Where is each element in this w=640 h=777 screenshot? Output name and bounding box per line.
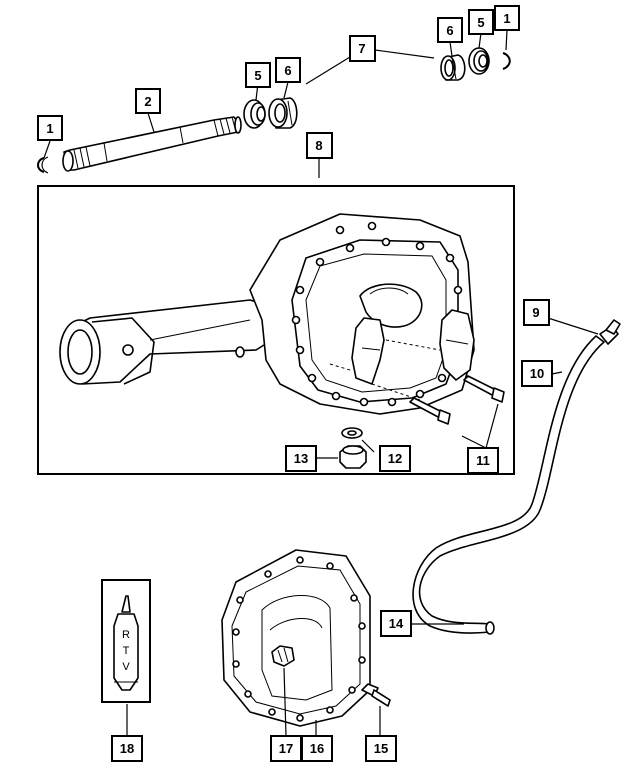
- rtv-letter-t: T: [123, 645, 130, 657]
- svg-text:6: 6: [284, 63, 291, 78]
- callout-6-left: 6: [275, 57, 301, 83]
- svg-text:14: 14: [389, 616, 404, 631]
- svg-text:5: 5: [477, 15, 484, 30]
- svg-text:1: 1: [46, 121, 53, 136]
- callout-1-left: 1: [37, 115, 63, 141]
- callout-5-left: 5: [245, 62, 271, 88]
- bearing-cap-bolt-2: [463, 375, 505, 403]
- callout-2: 2: [135, 88, 161, 114]
- fill-plug: [339, 445, 367, 469]
- svg-text:10: 10: [530, 366, 544, 381]
- fill-plug-washer: [341, 427, 363, 439]
- callout-9: 9: [523, 299, 550, 326]
- svg-text:13: 13: [294, 451, 308, 466]
- callout-5-right: 5: [468, 9, 494, 35]
- svg-text:7: 7: [358, 41, 365, 56]
- axle-bearing-left: [268, 97, 298, 129]
- axle-seal-right: [468, 47, 490, 75]
- svg-text:1: 1: [503, 11, 510, 26]
- callout-15: 15: [365, 735, 397, 762]
- rtv-letter-v: V: [122, 661, 130, 673]
- svg-text:2: 2: [144, 94, 151, 109]
- svg-text:18: 18: [120, 741, 134, 756]
- bearing-cap-bolt-1: [409, 397, 451, 425]
- callout-13: 13: [285, 445, 317, 472]
- callout-10: 10: [521, 360, 553, 387]
- svg-text:5: 5: [254, 68, 261, 83]
- cover-fill-plug: [271, 645, 295, 667]
- callout-8: 8: [306, 132, 333, 159]
- callout-6-right: 6: [437, 17, 463, 43]
- rtv-letter-r: R: [122, 629, 130, 641]
- callout-12: 12: [379, 445, 411, 472]
- snap-ring-right: [502, 52, 511, 70]
- snap-ring-left: [37, 156, 49, 174]
- differential-cover: [221, 549, 371, 727]
- callout-7: 7: [349, 35, 376, 62]
- axle-seal-left: [243, 99, 266, 129]
- rtv-sealant-tube: [113, 595, 139, 691]
- housing-frame: [37, 185, 515, 475]
- svg-text:12: 12: [388, 451, 402, 466]
- cover-bolt: [361, 683, 391, 707]
- vent-fitting: [599, 319, 621, 345]
- axle-housing: [59, 213, 475, 415]
- callout-16: 16: [301, 735, 333, 762]
- axle-shaft: [62, 116, 242, 172]
- axle-bearing-right: [440, 54, 466, 81]
- svg-text:9: 9: [532, 305, 539, 320]
- callout-1-right: 1: [494, 5, 520, 31]
- callout-18: 18: [111, 735, 143, 762]
- leader-lines: [43, 29, 599, 737]
- svg-text:16: 16: [310, 741, 324, 756]
- svg-text:17: 17: [279, 741, 293, 756]
- vent-hose: [412, 335, 605, 635]
- svg-text:11: 11: [476, 453, 490, 468]
- svg-text:15: 15: [374, 741, 388, 756]
- svg-text:6: 6: [446, 23, 453, 38]
- callout-17: 17: [270, 735, 302, 762]
- rtv-frame: [101, 579, 151, 703]
- callout-11: 11: [467, 447, 499, 474]
- svg-text:8: 8: [315, 138, 322, 153]
- callout-14: 14: [380, 610, 412, 637]
